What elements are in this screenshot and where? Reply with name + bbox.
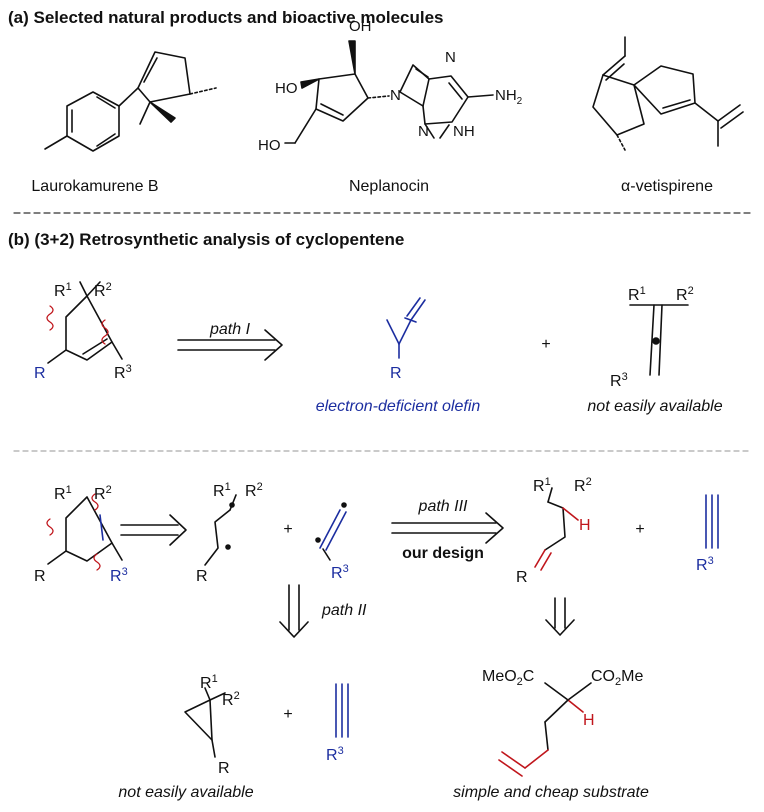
cyclopropane-structure [184, 687, 226, 758]
label-r: R [218, 760, 230, 777]
substrate-caption: simple and cheap substrate [453, 784, 649, 801]
cyclopentene-target [46, 281, 123, 364]
retro-arrow-down-right [545, 597, 575, 636]
label-r1: R1 [200, 673, 218, 692]
label-r2: R2 [574, 476, 592, 495]
path-i-label: path I [209, 321, 251, 338]
label-r1: R1 [54, 484, 72, 503]
label-r1: R1 [54, 281, 72, 300]
atom-ho: HO [258, 137, 281, 154]
atom-nh: NH [453, 123, 475, 140]
cyclopropane-caption: not easily available [118, 784, 254, 801]
our-design-label: our design [402, 545, 484, 562]
label-r3: R3 [114, 363, 132, 382]
path-iii-label: path III [418, 498, 468, 515]
label-r1: R1 [213, 481, 231, 500]
alkene-substrate-fragment [534, 487, 579, 571]
label-ester-left: MeO2C [482, 668, 534, 688]
atom-nh2: NH2 [495, 87, 523, 107]
atom-n: N [445, 49, 456, 66]
cyclopentene-target-row2 [46, 493, 123, 571]
atom-oh: OH [349, 18, 372, 35]
label-r2: R2 [245, 481, 263, 500]
label-h: H [579, 517, 591, 534]
label-r: R [34, 568, 46, 585]
section-a-title: (a) Selected natural products and bioact… [8, 8, 444, 27]
label-r2: R2 [222, 690, 240, 709]
vetispirene-structure [592, 36, 744, 151]
alkyne-structure [705, 494, 719, 549]
retro-arrow-row2 [120, 514, 187, 546]
plus-sign: + [635, 521, 645, 538]
label-r: R [34, 365, 46, 382]
label-h: H [583, 712, 595, 729]
atom-n: N [390, 87, 401, 104]
label-r3: R3 [110, 566, 128, 585]
vinyl-diradical-fragment [315, 502, 347, 561]
atom-n: N [418, 123, 429, 140]
label-ester-right: CO2Me [591, 668, 643, 688]
label-r3: R3 [696, 555, 714, 574]
label-r: R [390, 365, 402, 382]
neplanocin-structure: OH HO HO N N N NH NH2 [258, 18, 523, 154]
laurokamurene-structure [44, 51, 217, 152]
malonate-substrate [498, 682, 592, 777]
label-r1: R1 [628, 285, 646, 304]
olefin-caption: electron-deficient olefin [315, 398, 481, 415]
allene-structure [629, 304, 689, 376]
label-r3: R3 [610, 371, 628, 390]
vetispirene-caption: α-vetispirene [621, 178, 713, 195]
allene-caption: not easily available [587, 398, 723, 415]
label-r3: R3 [331, 563, 349, 582]
plus-sign: + [541, 336, 551, 353]
path-ii-label: path II [322, 602, 367, 619]
neplanocin-caption: Neplanocin [348, 178, 430, 195]
plus-sign: + [283, 521, 293, 538]
alkyne-structure [335, 683, 349, 738]
section-b-title: (b) (3+2) Retrosynthetic analysis of cyc… [8, 230, 405, 249]
retro-arrow-path-ii [279, 584, 309, 638]
label-r2: R2 [676, 285, 694, 304]
atom-ho: HO [275, 80, 298, 97]
plus-sign: + [283, 706, 293, 723]
label-r2: R2 [94, 281, 112, 300]
retro-arrow-path-i [177, 329, 283, 361]
label-r: R [196, 568, 208, 585]
label-r2: R2 [94, 484, 112, 503]
laurokamurene-caption: Laurokamurene B [31, 178, 159, 195]
olefin-structure [386, 297, 426, 359]
label-r3: R3 [326, 745, 344, 764]
retro-arrow-path-iii [391, 512, 504, 544]
label-r1: R1 [533, 476, 551, 495]
label-r: R [516, 569, 528, 586]
diradical-fragment [204, 494, 237, 566]
